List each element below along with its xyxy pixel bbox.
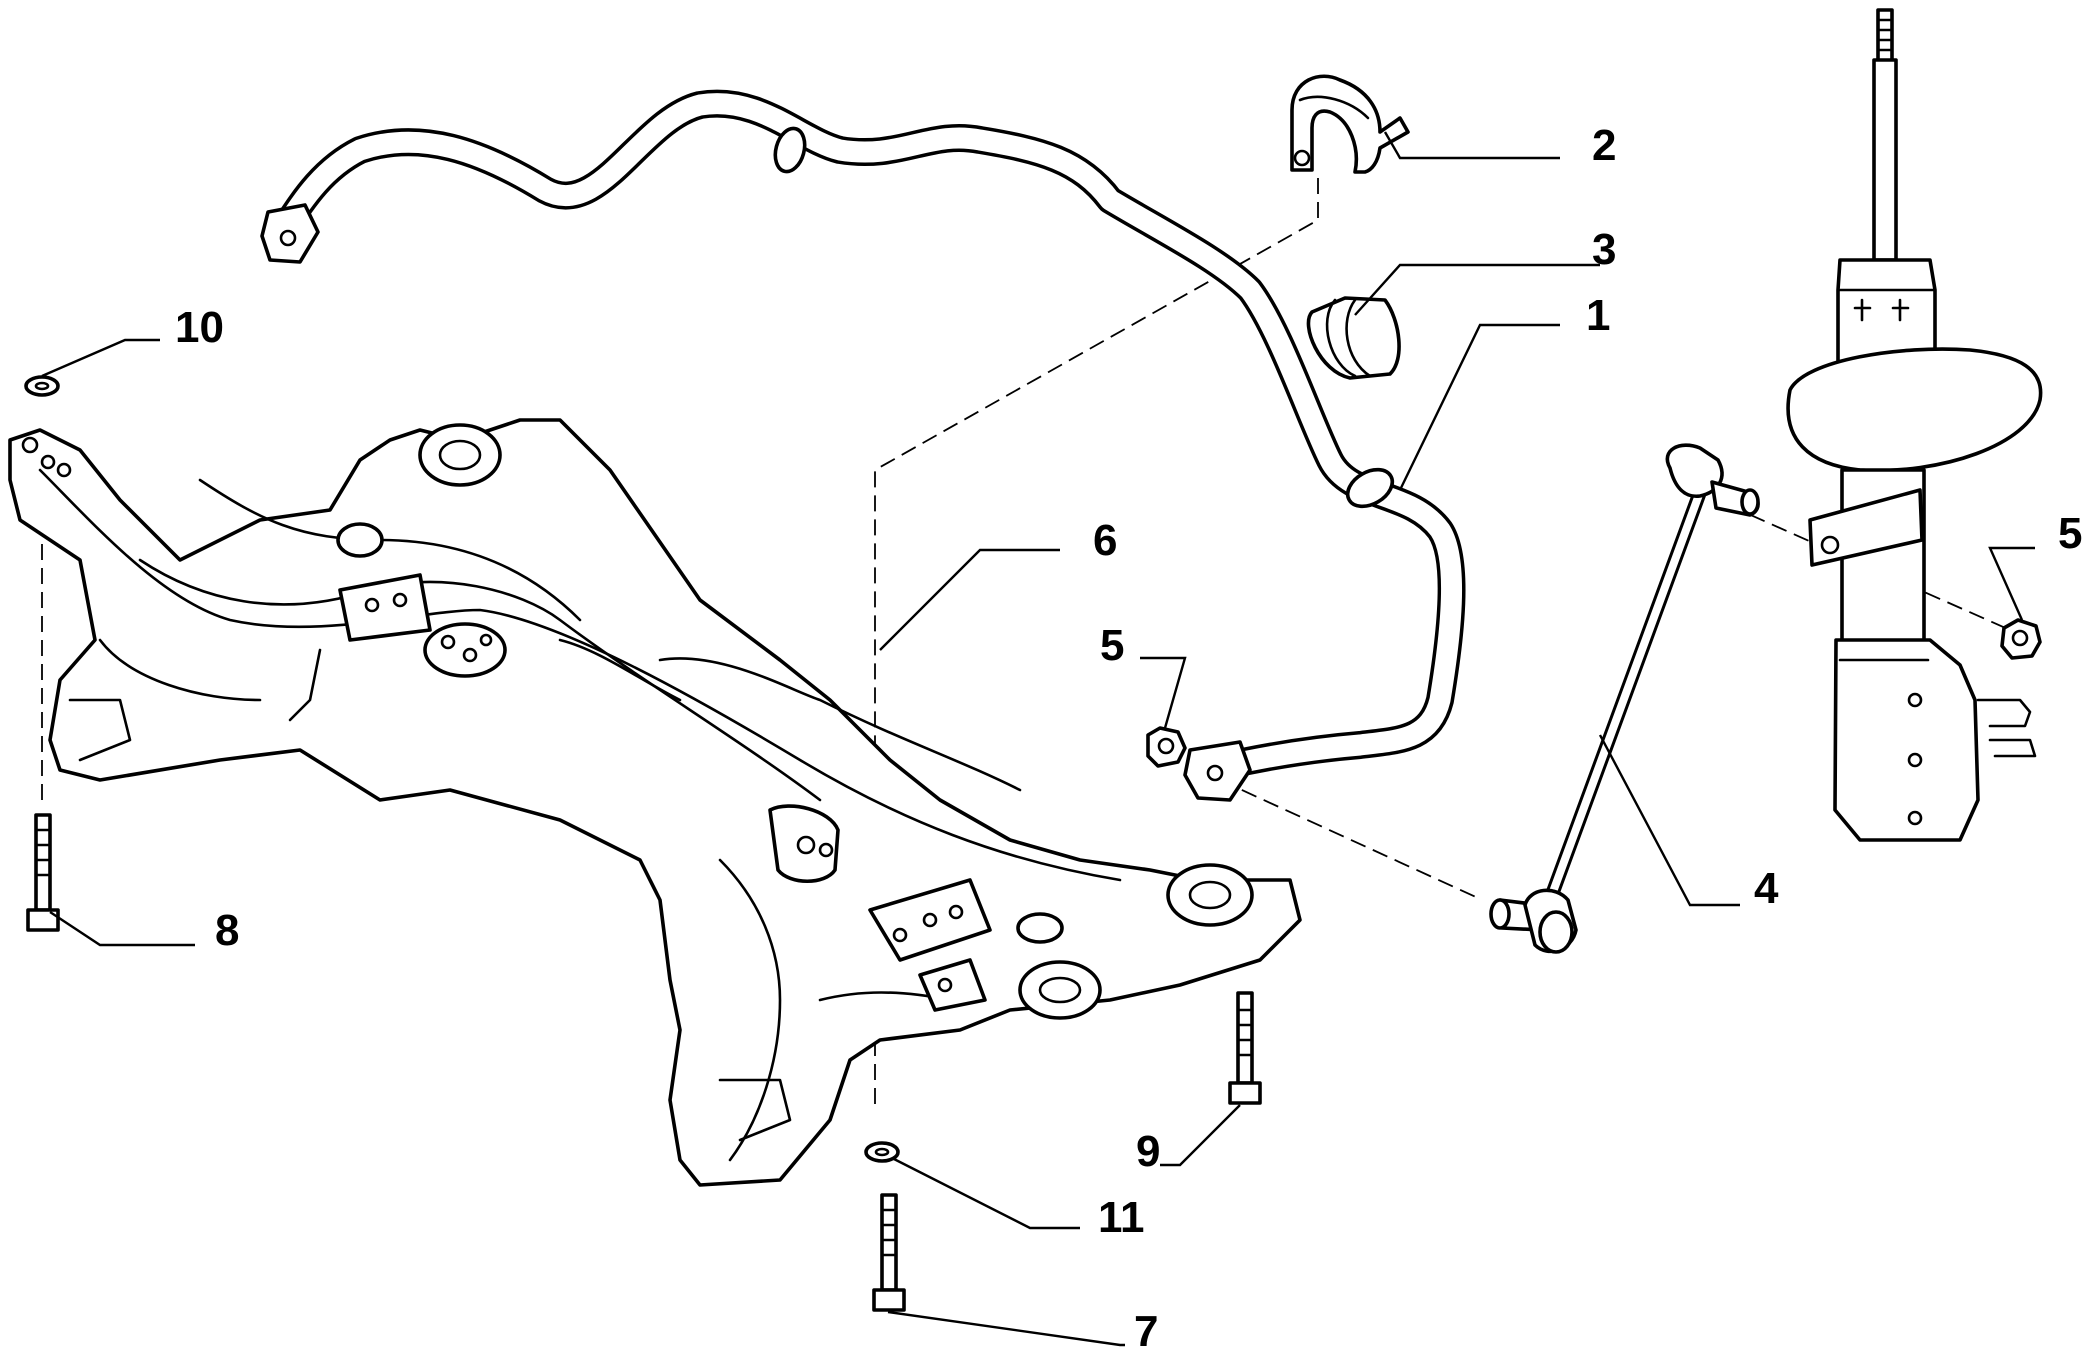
callout-5-left: 5 [1100,621,1124,670]
callout-7: 6 [1093,516,1117,565]
leader-lines [41,131,2035,1347]
callout-6: 7 [1134,1307,1158,1356]
nut-right [2000,618,2042,660]
stabilizer-link [1489,443,1760,954]
bolt-9 [1228,991,1262,1105]
bolt-8 [26,813,60,932]
callout-4: 4 [1754,864,1779,913]
callout-8: 8 [215,906,239,955]
callout-1: 1 [1586,291,1610,340]
callout-5-right: 5 [2058,509,2082,558]
nut-left [1146,726,1187,768]
callout-11: 11 [1098,1193,1145,1242]
washer-10 [24,375,60,397]
stabilizer-bar [260,89,1466,802]
rubber-bushing [1306,296,1401,380]
callout-3: 3 [1592,225,1616,274]
callout-labels: 2 3 1 10 6 5 5 4 8 9 11 7 [175,121,2082,1356]
shock-absorber-strut [1786,8,2043,842]
callout-2: 2 [1592,121,1616,170]
callout-10: 10 [175,303,224,352]
bolt-6 [872,1193,906,1312]
clamp-bracket [1290,74,1410,174]
callout-9: 9 [1136,1127,1160,1176]
subframe [8,418,1302,1187]
washer-11 [864,1141,900,1163]
